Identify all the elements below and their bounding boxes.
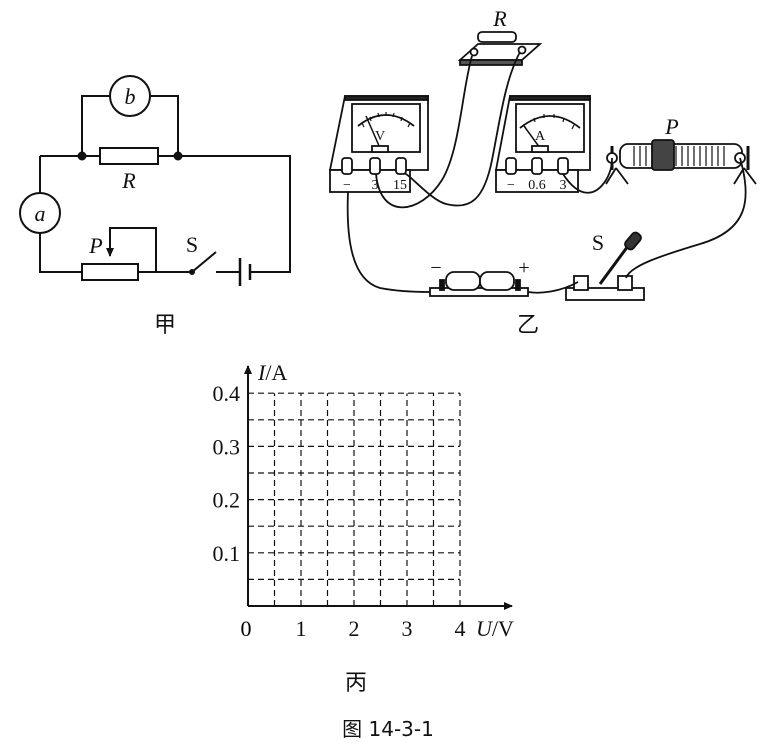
- schematic-jia-labels: b a R P S 甲: [35, 84, 199, 338]
- resistor-r-device-label: R: [492, 6, 507, 31]
- voltmeter-terminal-3: 3: [372, 178, 379, 193]
- schematic-jia: [19, 75, 291, 286]
- rheostat-slider: [106, 227, 157, 272]
- ammeter: [494, 95, 591, 193]
- y-tick-label: 0.3: [213, 434, 241, 459]
- x-axis-label: U/V: [476, 616, 514, 641]
- chart-bing: 1 2 3 4 0.1 0.2 0.3 0.4 0 I/A U/V 丙: [213, 360, 515, 696]
- x-axis-var: U: [476, 616, 494, 641]
- figure-caption: 图 14-3-1: [342, 717, 434, 741]
- y-tick-label: 0.2: [213, 488, 241, 513]
- switch-s-device-label: S: [592, 230, 604, 255]
- y-axis-unit: /A: [265, 360, 287, 385]
- meter-b-label: b: [125, 84, 136, 109]
- ammeter-scale: [519, 115, 581, 129]
- battery-symbol: [238, 258, 252, 286]
- ammeter-needle: [523, 125, 541, 149]
- apparatus-yi: [328, 31, 757, 301]
- wire-r-to-ammeter: [403, 51, 521, 207]
- x-tick-label: 4: [455, 616, 466, 641]
- apparatus-yi-labels: R P S V A − 3 15 − 0.6 3 − + 乙: [343, 6, 679, 338]
- switch-s-device: [565, 231, 645, 301]
- switch-s-blade: [191, 251, 217, 273]
- voltmeter-terminal-minus: −: [343, 178, 351, 193]
- wire-switch-to-battery: [527, 281, 579, 294]
- caption-yi: 乙: [517, 313, 539, 338]
- chart-grid: [248, 392, 461, 606]
- battery-pack: [429, 271, 529, 297]
- y-axis-label: I/A: [257, 360, 287, 385]
- ammeter-terminal-3: 3: [560, 178, 567, 193]
- voltmeter: [328, 95, 429, 193]
- junction-left: [77, 151, 87, 161]
- ammeter-letter: A: [535, 129, 546, 144]
- voltmeter-letter: V: [375, 129, 385, 144]
- voltmeter-needle: [365, 115, 381, 149]
- resistor-r-label: R: [121, 168, 136, 193]
- wire-voltmeter-minus: [346, 191, 431, 293]
- origin-label: 0: [241, 616, 252, 641]
- x-tick-label: 3: [402, 616, 413, 641]
- wire-b-branch: [81, 95, 179, 156]
- battery-plus-label: +: [518, 257, 529, 279]
- x-tick-labels: 1 2 3 4: [296, 616, 466, 641]
- y-tick-label: 0.1: [213, 541, 241, 566]
- switch-s-label: S: [186, 232, 198, 257]
- meter-b-symbol: [109, 75, 151, 117]
- meter-a-symbol: [19, 192, 61, 234]
- meter-a-label: a: [35, 201, 46, 226]
- resistor-r-board: [457, 31, 543, 66]
- junction-right: [173, 151, 183, 161]
- wire-ammeter-to-rheostat: [562, 157, 613, 194]
- rheostat-p-label: P: [88, 233, 102, 258]
- x-axis-unit: /V: [492, 616, 514, 641]
- y-axis-var: I: [257, 360, 267, 385]
- x-tick-label: 2: [349, 616, 360, 641]
- rheostat-p-device: [605, 139, 757, 185]
- wire-rheostat-to-switch: [625, 157, 747, 279]
- caption-jia: 甲: [154, 313, 176, 338]
- rheostat-p-symbol: [81, 263, 139, 281]
- voltmeter-terminal-15: 15: [393, 178, 407, 193]
- y-tick-labels: 0.1 0.2 0.3 0.4: [213, 381, 241, 566]
- wire-voltmeter-3-to-r: [375, 55, 473, 209]
- wire-top-right: [178, 155, 291, 273]
- wire-left-lower: [39, 233, 82, 273]
- y-tick-label: 0.4: [213, 381, 241, 406]
- ammeter-terminal-minus: −: [507, 178, 515, 193]
- caption-bing: 丙: [345, 671, 367, 696]
- resistor-r-symbol: [99, 147, 159, 165]
- ammeter-terminal-0-6: 0.6: [528, 178, 546, 193]
- rheostat-p-device-label: P: [664, 114, 678, 139]
- battery-minus-label: −: [430, 257, 441, 279]
- x-tick-label: 1: [296, 616, 307, 641]
